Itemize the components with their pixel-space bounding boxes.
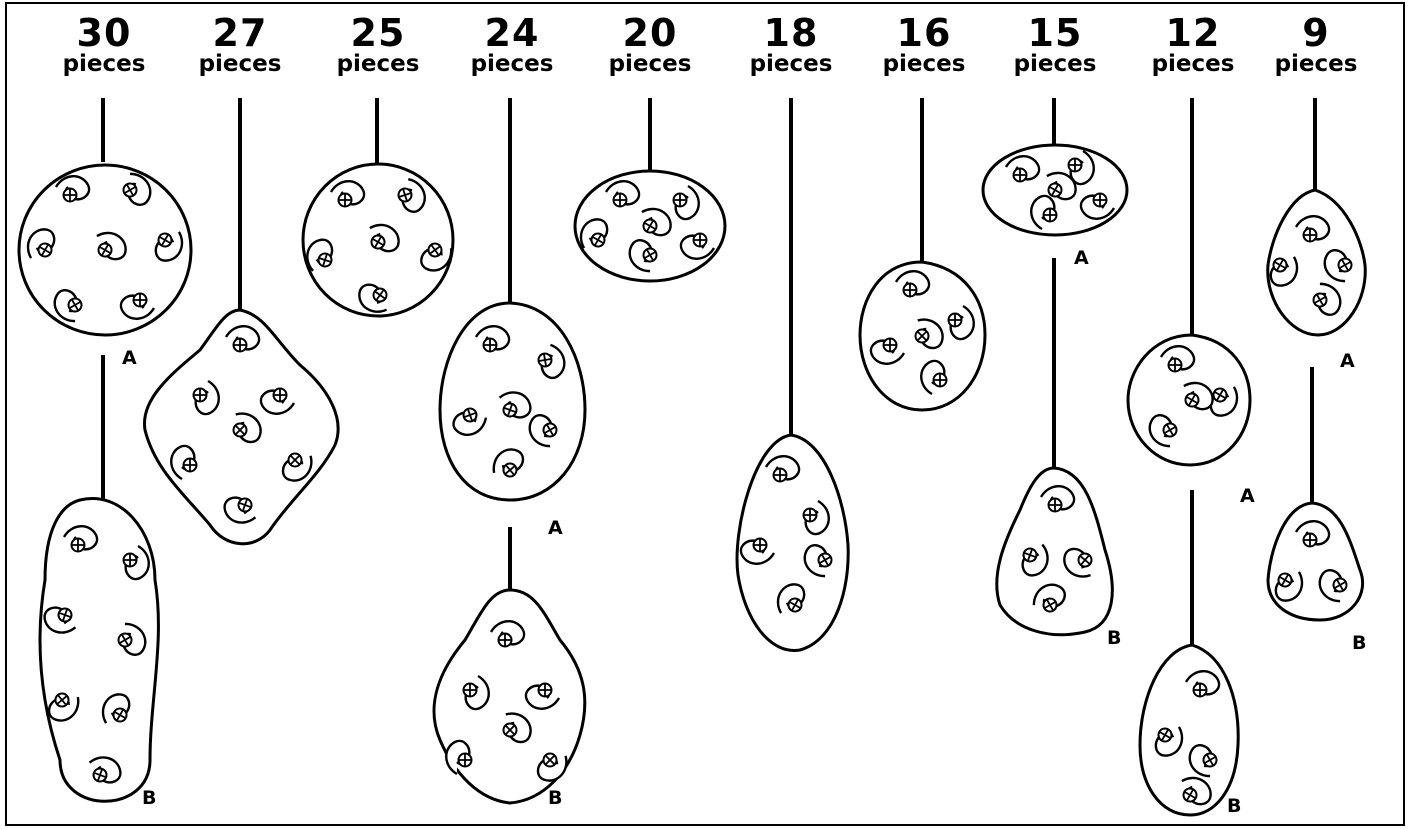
piece-unit: pieces <box>198 51 282 77</box>
header-16-pieces: 16 pieces <box>864 14 984 76</box>
border <box>5 2 1405 826</box>
lamp-label-15-b: B <box>1107 627 1122 649</box>
lamp-label-15-a: A <box>1074 247 1089 269</box>
piece-unit: pieces <box>336 51 420 77</box>
piece-unit: pieces <box>1013 51 1097 77</box>
lamp-27 <box>142 98 340 546</box>
lamp-24-a <box>438 98 587 502</box>
lamp-9-a <box>1263 98 1367 337</box>
piece-count: 24 <box>484 11 540 55</box>
lamp-12-b <box>1138 490 1240 817</box>
header-18-pieces: 18 pieces <box>731 14 851 76</box>
piece-unit: pieces <box>1151 51 1235 77</box>
lamp-label-9-a: A <box>1340 350 1355 372</box>
piece-count: 16 <box>896 11 952 55</box>
lamp-15-a <box>981 98 1129 237</box>
lamp-30-b <box>38 355 160 803</box>
lamp-15-b <box>995 258 1114 637</box>
piece-unit: pieces <box>1274 51 1358 77</box>
lamp-18 <box>735 98 850 652</box>
lamp-label-9-b: B <box>1352 632 1367 654</box>
piece-unit: pieces <box>608 51 692 77</box>
lamp-label-24-b: B <box>548 787 563 809</box>
piece-unit: pieces <box>62 51 146 77</box>
lamp-label-24-a: A <box>548 517 563 539</box>
piece-count: 12 <box>1165 11 1221 55</box>
lamp-label-12-b: B <box>1227 795 1242 817</box>
piece-count: 18 <box>763 11 819 55</box>
piece-count: 9 <box>1302 11 1330 55</box>
piece-count: 30 <box>76 11 132 55</box>
piece-unit: pieces <box>882 51 966 77</box>
header-15-pieces: 15 pieces <box>995 14 1115 76</box>
lamp-16 <box>858 98 987 412</box>
lamp-label-30-b: B <box>142 787 157 809</box>
piece-count: 15 <box>1027 11 1083 55</box>
lamp-30-a <box>17 98 193 337</box>
header-9-pieces: 9 pieces <box>1256 14 1376 76</box>
piece-count: 20 <box>622 11 678 55</box>
lamp-25 <box>301 98 459 320</box>
header-20-pieces: 20 pieces <box>590 14 710 76</box>
piece-unit: pieces <box>749 51 833 77</box>
lamp-24-b <box>432 527 587 805</box>
piece-unit: pieces <box>470 51 554 77</box>
header-12-pieces: 12 pieces <box>1133 14 1253 76</box>
lamp-20 <box>573 98 727 283</box>
lamp-9-b <box>1266 367 1365 622</box>
header-30-pieces: 30 pieces <box>44 14 164 76</box>
header-27-pieces: 27 pieces <box>180 14 300 76</box>
piece-count: 27 <box>212 11 268 55</box>
lamp-12-a <box>1126 98 1252 467</box>
lamp-label-12-a: A <box>1240 485 1255 507</box>
header-24-pieces: 24 pieces <box>452 14 572 76</box>
header-25-pieces: 25 pieces <box>318 14 438 76</box>
piece-count: 25 <box>350 11 406 55</box>
lamp-label-30-a: A <box>122 347 137 369</box>
